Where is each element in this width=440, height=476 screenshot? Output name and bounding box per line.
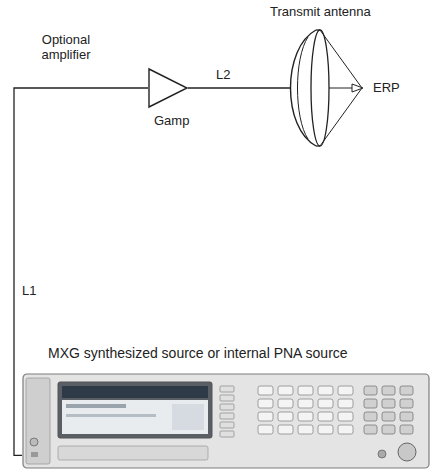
cable-label: L2 xyxy=(214,67,232,82)
antenna-label: Transmit antenna xyxy=(270,4,371,19)
source-node: MXG synthesized source or internal PNA s… xyxy=(22,372,430,470)
cable-line xyxy=(188,87,291,88)
amplifier-node: Optional amplifierGamp xyxy=(148,68,188,108)
antenna-node: Transmit antenna xyxy=(286,28,368,148)
source-label: MXG synthesized source or internal PNA s… xyxy=(48,345,348,361)
dish-antenna xyxy=(286,28,368,148)
gain-label: Gamp xyxy=(154,113,189,128)
field-label: ERP xyxy=(371,80,402,95)
amplifier-label: Optional amplifier xyxy=(30,32,102,62)
amplifier-triangle xyxy=(148,68,188,108)
signal-generator xyxy=(22,372,430,470)
cable-label: L1 xyxy=(20,283,38,298)
